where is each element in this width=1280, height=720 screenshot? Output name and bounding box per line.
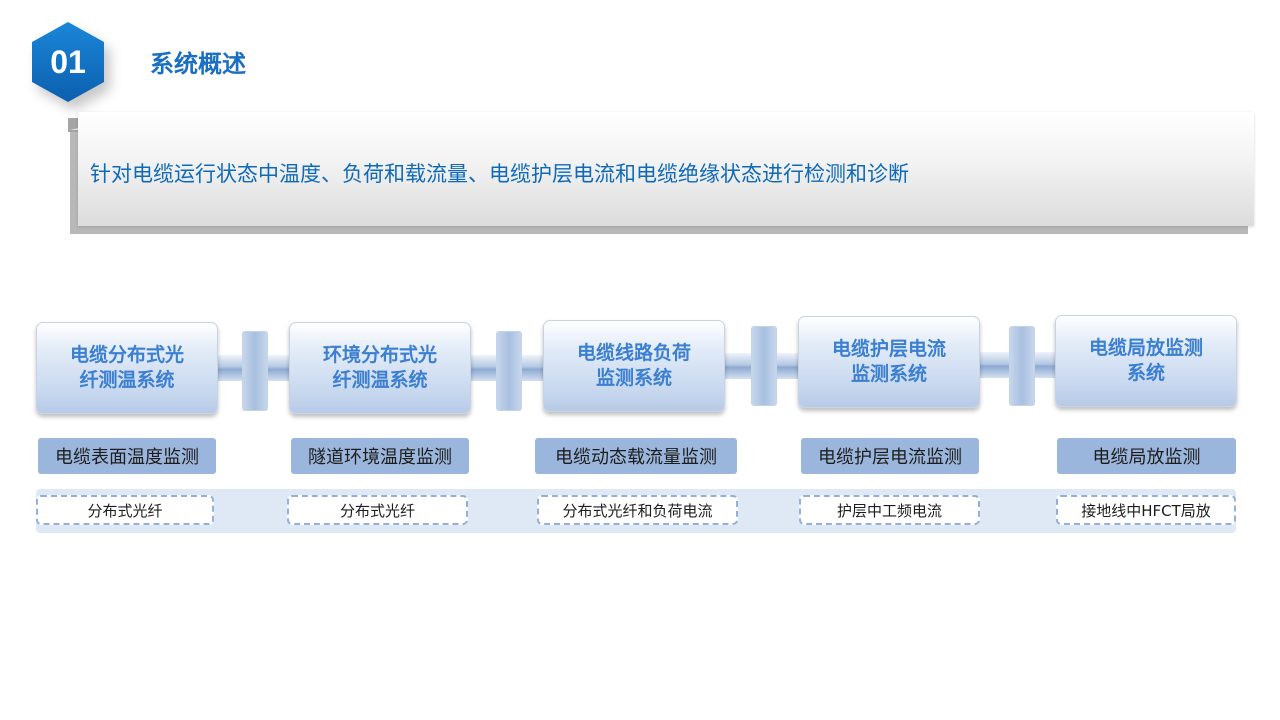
summary-text: 针对电缆运行状态中温度、负荷和载流量、电缆护层电流和电缆绝缘状态进行检测和诊断 — [90, 162, 909, 186]
metric-label: 电缆表面温度监测 — [38, 438, 216, 474]
module-box-dts-environment: 环境分布式光 纤测温系统 — [289, 322, 471, 414]
method-label: 接地线中HFCT局放 — [1056, 495, 1236, 525]
connector-post-3 — [751, 326, 777, 406]
metric-label: 电缆动态载流量监测 — [535, 438, 737, 474]
module-title: 电缆护层电流 监测系统 — [831, 338, 946, 385]
module-box-dts-cable: 电缆分布式光 纤测温系统 — [36, 322, 218, 414]
section-number: 01 — [50, 43, 86, 80]
method-label: 分布式光纤 — [287, 495, 468, 525]
metric-label: 隧道环境温度监测 — [291, 438, 469, 474]
module-box-load-monitoring: 电缆线路负荷 监测系统 — [543, 320, 725, 412]
module-title: 电缆分布式光 纤测温系统 — [69, 344, 184, 391]
connector-post-2 — [496, 331, 522, 411]
module-title: 环境分布式光 纤测温系统 — [322, 344, 437, 391]
metric-label: 电缆护层电流监测 — [801, 438, 979, 474]
connector-post-1 — [242, 331, 268, 411]
module-title: 电缆线路负荷 监测系统 — [576, 342, 691, 389]
section-number-badge: 01 — [28, 20, 108, 104]
method-label: 护层中工频电流 — [799, 495, 980, 525]
summary-banner — [78, 112, 1254, 226]
metric-label: 电缆局放监测 — [1057, 438, 1236, 474]
module-box-partial-discharge: 电缆局放监测 系统 — [1055, 315, 1237, 407]
module-box-sheath-current: 电缆护层电流 监测系统 — [798, 316, 980, 408]
module-title: 电缆局放监测 系统 — [1088, 337, 1203, 384]
method-label: 分布式光纤和负荷电流 — [537, 495, 738, 525]
method-label: 分布式光纤 — [36, 495, 214, 525]
section-title: 系统概述 — [150, 50, 246, 78]
connector-post-4 — [1009, 326, 1035, 406]
hexagon-icon — [32, 22, 104, 102]
